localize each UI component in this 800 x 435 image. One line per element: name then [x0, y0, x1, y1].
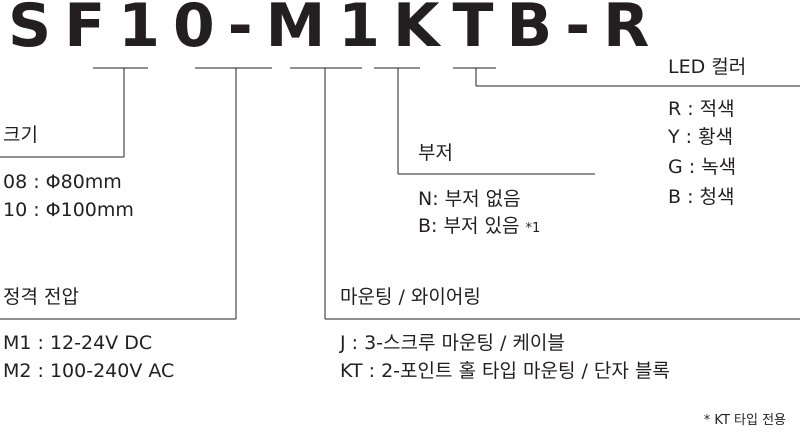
led-color-option: G : 녹색 — [668, 156, 737, 178]
buzzer-option-label: B: 부저 있음 — [418, 215, 520, 237]
led-color-option: R : 적색 — [668, 98, 735, 120]
size-title: 크기 — [3, 124, 38, 146]
buzzer-option: B: 부저 있음 *1 — [418, 217, 540, 236]
mounting-title: 마운팅 / 와이어링 — [340, 286, 481, 308]
model-code: SF10-M1KTB-R — [8, 0, 663, 61]
footnote-mark: *1 — [525, 221, 541, 236]
mounting-option: KT : 2-포인트 홀 타입 마운팅 / 단자 블록 — [340, 360, 670, 382]
buzzer-option: N: 부저 없음 — [418, 188, 521, 210]
footnote: * KT 타입 전용 — [703, 413, 786, 428]
mounting-option: J : 3-스크루 마운팅 / 케이블 — [340, 332, 565, 354]
led-color-option: Y : 황색 — [668, 126, 734, 148]
led-color-title: LED 컬러 — [668, 56, 747, 78]
buzzer-title: 부저 — [418, 142, 453, 164]
voltage-option: M2 : 100-240V AC — [3, 360, 175, 382]
led-color-option: B : 청색 — [668, 186, 735, 208]
size-option: 10 : Φ100mm — [3, 199, 134, 221]
voltage-option: M1 : 12-24V DC — [3, 332, 153, 354]
size-option: 08 : Φ80mm — [3, 171, 122, 193]
voltage-title: 정격 전압 — [3, 286, 79, 308]
